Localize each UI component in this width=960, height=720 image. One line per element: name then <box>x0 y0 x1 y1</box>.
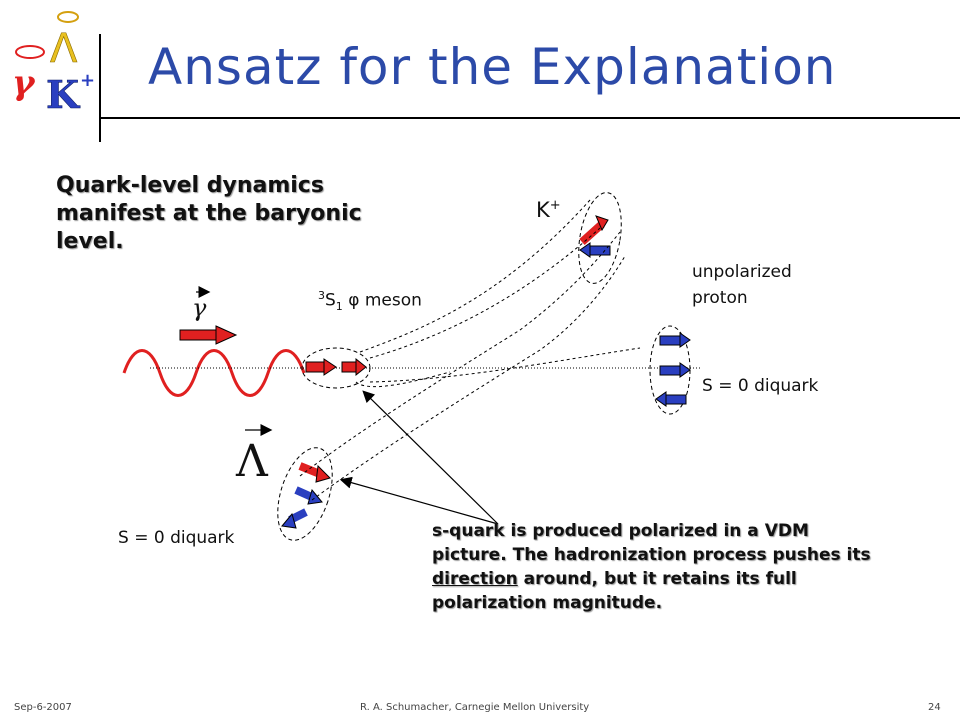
flux-upper-1 <box>359 199 591 353</box>
flux-loop <box>355 371 451 388</box>
polarization-note: s-quark is produced polarized in a VDM p… <box>432 519 872 615</box>
phi-quark-arrow-1-head <box>323 358 337 376</box>
kaon-quark-blue <box>587 245 611 256</box>
logo-gamma: γ <box>12 63 36 103</box>
meson-spin-multiplicity: 3 <box>318 289 325 302</box>
unpolarized-proton-label: unpolarized proton <box>692 259 792 311</box>
flux-upper-2 <box>369 227 601 359</box>
proton-quark-arrow-3 <box>663 394 687 405</box>
kaon-quark-blue-head <box>579 242 591 258</box>
logo-lambda: Λ <box>50 26 78 72</box>
kaon-quark-red-head <box>595 215 609 232</box>
slide-title: Ansatz for the Explanation <box>148 38 837 96</box>
logo-ring-top <box>57 11 79 23</box>
lambda-quark-red-head <box>315 464 331 483</box>
meson-l: 1 <box>335 300 343 314</box>
footer-author: R. A. Schumacher, Carnegie Mellon Univer… <box>360 702 590 713</box>
kaon-ellipse <box>578 192 622 284</box>
lambda-symbol: Λ <box>235 436 269 487</box>
photon-polarization-arrow-body <box>179 329 219 341</box>
footer-page-number: 24 <box>928 702 941 713</box>
phi-meson-label: 3S1 φ meson <box>318 289 422 313</box>
kaon-quark-red <box>579 221 605 245</box>
lambda-ellipse <box>277 447 333 541</box>
flux-proton <box>369 347 641 383</box>
unpolarized-line-2: proton <box>692 288 748 308</box>
kaon-label: K+ <box>536 198 561 222</box>
phi-quark-arrow-2-head <box>355 357 367 377</box>
diquark-label-left: S = 0 diquark <box>118 528 235 548</box>
unpolarized-line-1: unpolarized <box>692 262 792 282</box>
pointer-to-lambda <box>339 476 499 525</box>
photon-polarization-arrow-head <box>215 325 238 345</box>
proton-quark-arrow-1-head <box>679 332 691 348</box>
diquark-label-right: S = 0 diquark <box>702 376 819 396</box>
meson-name: φ meson <box>342 290 422 311</box>
phi-meson-ellipse <box>301 347 371 389</box>
logo-kaon: K <box>46 72 81 117</box>
photon-wave <box>122 349 306 397</box>
logo-gamma-lambda-kaon: γ Λ K + <box>12 11 95 117</box>
kaon-label-base: K <box>536 198 550 222</box>
note-part-1: s-quark is produced polarized in a VDM p… <box>432 521 871 565</box>
logo-ring-left <box>15 45 45 59</box>
proton-quark-arrow-3-head <box>655 391 667 407</box>
logo-kaon-charge: + <box>80 70 95 91</box>
lambda-quark-blue-2-head <box>281 512 297 529</box>
proton-quark-arrow-2 <box>659 365 683 376</box>
photon-symbol: γ <box>192 294 207 322</box>
flux-diagonal-2 <box>311 255 626 501</box>
footer-date: Sep-6-2007 <box>14 702 72 713</box>
note-part-2: around, but it retains its full polariza… <box>432 569 797 613</box>
intro-statement: Quark-level dynamics manifest at the bar… <box>56 173 362 254</box>
meson-base: S <box>325 290 336 311</box>
proton-quark-arrow-1 <box>659 335 683 346</box>
pointer-to-phi <box>362 390 499 525</box>
flux-diagonal-1 <box>299 231 621 477</box>
flux-tubes <box>299 199 641 501</box>
kaon-label-charge: + <box>549 198 561 213</box>
proton-quark-arrow-2-head <box>679 362 691 378</box>
note-emphasis-direction: direction <box>432 569 518 589</box>
phi-quark-arrow-1 <box>305 361 327 373</box>
